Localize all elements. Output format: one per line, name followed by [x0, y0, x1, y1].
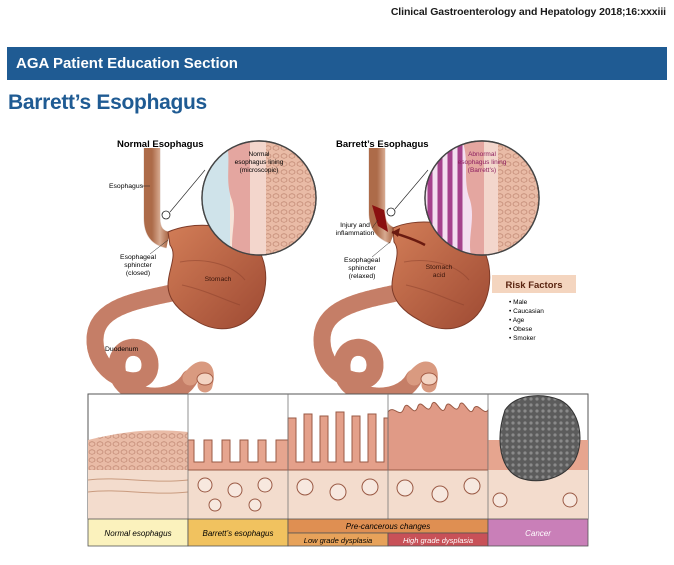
risk-factor-item: • Obese	[509, 326, 533, 333]
barretts-inset-label-2: esophagus lining	[458, 159, 507, 166]
risk-factor-item: • Caucasian	[509, 308, 544, 315]
label-sphincter-closed-1: Esophageal	[120, 254, 156, 261]
label-stomach-acid-1: Stomach	[426, 264, 453, 271]
label-sphincter-relaxed-1: Esophageal	[344, 257, 380, 264]
normal-inset-label-1: Normal	[249, 151, 271, 158]
label-stomach: Stomach	[205, 276, 232, 283]
risk-factor-item: • Age	[509, 317, 525, 324]
stage-label-low-grade: Low grade dysplasia	[304, 536, 372, 545]
section-banner: AGA Patient Education Section	[7, 47, 667, 80]
risk-factor-item: • Smoker	[509, 335, 536, 342]
stage-label-high-grade: High grade dysplasia	[403, 536, 473, 545]
barretts-inset-label-3: (Barrett’s)	[468, 167, 496, 174]
stage-label-precancer: Pre-cancerous changes	[346, 522, 431, 531]
stage-normal-tissue	[87, 430, 189, 519]
label-sphincter-relaxed-3: (relaxed)	[349, 273, 376, 280]
barretts-inset-label-1: Abnormal	[468, 151, 496, 158]
stage-high-grade-tissue	[387, 401, 489, 519]
label-injury-1: Injury and	[340, 222, 370, 229]
page-title: Barrett’s Esophagus	[8, 91, 207, 114]
risk-factors-box: Risk Factors • Male • Caucasian • Age • …	[492, 275, 576, 342]
risk-factors-title: Risk Factors	[505, 280, 562, 291]
label-sphincter-closed-3: (closed)	[126, 270, 150, 277]
label-sphincter-relaxed-2: sphincter	[348, 265, 376, 272]
normal-inset-label-2: esophagus lining	[235, 159, 284, 166]
risk-factor-item: • Male	[509, 299, 528, 306]
stage-label-cancer: Cancer	[525, 529, 551, 538]
stage-low-grade-tissue	[287, 411, 389, 519]
stage-labels: Normal esophagus Barrett’s esophagus Pre…	[87, 518, 589, 547]
barretts-panel-heading: Barrett’s Esophagus	[336, 139, 429, 150]
label-esophagus: Esophagus	[109, 183, 144, 190]
label-stomach-acid-2: acid	[433, 272, 446, 279]
normal-esophagus-figure	[86, 140, 317, 405]
normal-panel-heading: Normal Esophagus	[117, 139, 204, 150]
normal-inset-label-3: (microscopic)	[240, 167, 279, 174]
label-sphincter-closed-2: sphincter	[124, 262, 152, 269]
label-duodenum: Duodenum	[105, 346, 139, 353]
label-injury-2: inflammation	[336, 230, 375, 237]
journal-citation: Clinical Gastroenterology and Hepatology…	[390, 6, 666, 18]
stage-label-normal: Normal esophagus	[104, 529, 171, 538]
stage-cancer-tissue	[488, 395, 588, 519]
tissue-progression-strip	[87, 393, 589, 520]
stage-label-barretts: Barrett’s esophagus	[202, 529, 273, 538]
stage-barretts-tissue	[187, 439, 289, 519]
